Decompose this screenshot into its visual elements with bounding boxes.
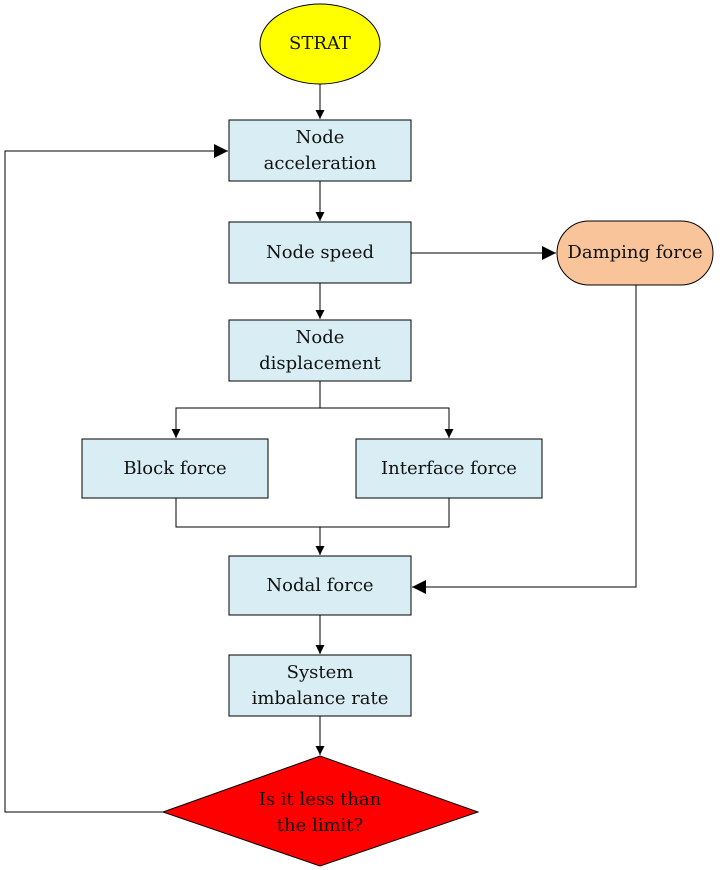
interface-force-box	[355, 438, 543, 499]
block-force-box	[81, 438, 269, 499]
arrow-damping-to-nodal-force	[412, 285, 637, 594]
system-imbalance-rate-box	[228, 654, 412, 717]
start-oval	[259, 3, 381, 85]
arrow-to-interface-force	[320, 407, 454, 438]
nodal-force-box	[228, 555, 412, 616]
arrow-to-block-force	[171, 407, 320, 438]
damping-force-pill	[556, 220, 714, 286]
node-speed-box	[228, 221, 412, 284]
connector-forces-join	[175, 498, 450, 528]
node-acceleration-box	[228, 119, 412, 182]
node-displacement-box	[228, 319, 412, 382]
arrow-loop-back-to-acceleration	[4, 144, 228, 813]
decision-diamond	[161, 755, 480, 867]
